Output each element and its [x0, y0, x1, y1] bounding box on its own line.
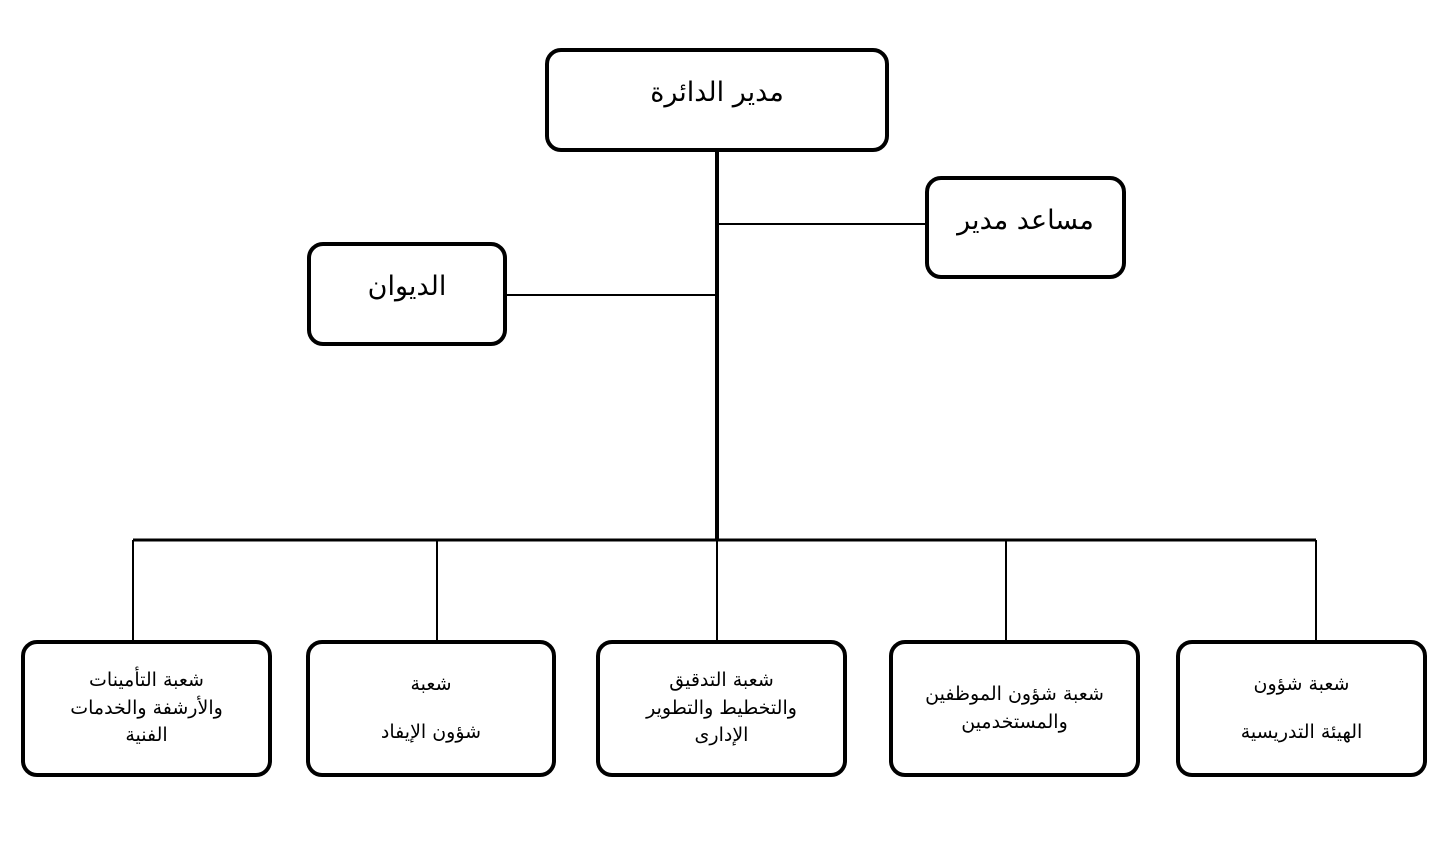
diwan-label: الديوان: [367, 271, 447, 302]
director-label: مدير الدائرة: [650, 77, 784, 108]
insurance-archiving-branch-node: شعبة التأمينات والأرشفة والخدمات الفنية: [21, 640, 272, 777]
branch-label-line: شعبة: [410, 672, 452, 695]
branch-label-line: شعبة شؤون: [1253, 672, 1350, 695]
branch-label-line: الفنية: [125, 724, 168, 747]
director-node: مدير الدائرة: [545, 48, 889, 152]
diwan-node: الديوان: [307, 242, 507, 346]
faculty-affairs-branch-node: شعبة شؤون الهيئة التدريسية: [1176, 640, 1427, 777]
delegation-affairs-branch-node: شعبة شؤون الإيفاد: [306, 640, 556, 777]
assistant-director-label: مساعد مدير: [957, 205, 1094, 236]
branch-label-line: والأرشفة والخدمات: [70, 696, 223, 719]
branch-label-line: شعبة التدقيق: [669, 669, 774, 692]
staff-affairs-branch-node: شعبة شؤون الموظفين والمستخدمين: [889, 640, 1140, 777]
branch-label-line: والتخطيط والتطوير: [646, 696, 797, 719]
branch-label-line: شعبة شؤون الموظفين: [925, 682, 1104, 705]
branch-label-line: شعبة التأمينات: [89, 669, 204, 692]
branch-label-line: والمستخدمين: [961, 710, 1068, 733]
branch-label-line: شؤون الإيفاد: [380, 720, 482, 743]
branch-label-line: الإدارى: [694, 724, 749, 747]
audit-planning-branch-node: شعبة التدقيق والتخطيط والتطوير الإدارى: [596, 640, 847, 777]
assistant-director-node: مساعد مدير: [925, 176, 1126, 279]
branch-label-line: الهيئة التدريسية: [1240, 720, 1363, 743]
